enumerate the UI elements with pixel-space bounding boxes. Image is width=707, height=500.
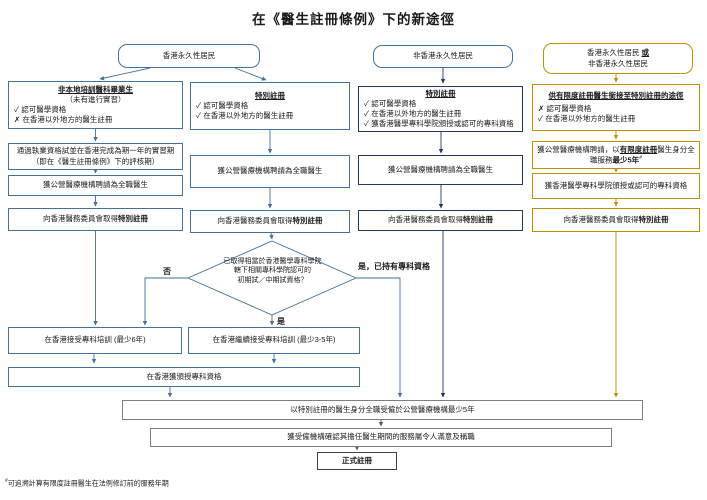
path3-req3: ✓ 獲香港醫學專科學院頒授或認可的專科資格	[364, 119, 514, 129]
node-label: 獲公營醫療機構聘請，以有限度註冊醫生身分全職服務最少5年#	[536, 145, 696, 166]
node-label: 在香港獲頒授專科資格	[146, 371, 222, 381]
node-label-line1: 香港永久性居民 或	[587, 48, 649, 58]
min-5-years-emphasis: 最少5年	[612, 155, 640, 165]
node-path2-criteria: 特別註冊 ✓ 認可醫學資格 ✓ 在香港以外地方的醫生註冊	[190, 82, 350, 130]
node-label: 以特別註冊的醫生身分全職受僱於公營醫療機構最少5年	[290, 404, 475, 414]
path3-title: 特別註冊	[425, 88, 456, 98]
path1-req1: ✓ 認可醫學資格	[14, 105, 67, 114]
decision-line3: 初期試／中期試資格？	[237, 276, 308, 284]
node-path1-criteria: 非本地培訓醫科畢業生 （未有進行實習） ✓ 認可醫學資格 ✗ 在香港以外地方的醫…	[8, 81, 183, 129]
path2-title: 特別註冊	[255, 90, 285, 100]
node-label: 向香港醫務委員會取得特別註冊	[218, 216, 323, 226]
mcreg-prefix: 向香港醫務委員會取得	[43, 214, 118, 224]
node-label: 香港永久性居民	[162, 50, 216, 60]
node-training-continue-3-5-years: 在香港繼續接受專科培訓 (最少3-5年)	[188, 327, 360, 354]
mcreg-prefix: 向香港醫務委員會取得	[217, 216, 293, 226]
node-non-hk-permanent-resident: 非香港永久性居民	[373, 45, 513, 68]
mcreg-prefix: 向香港醫務委員會取得	[563, 214, 639, 224]
node-label: 在香港接受專科培訓 (最少6年)	[44, 335, 146, 345]
decision-intermediate-exam: 已取得相當於香港醫學專科學院 轄下相關專科學院認可的 初期試／中期試資格？	[196, 257, 349, 285]
node-label: 向香港醫務委員會取得特別註冊	[564, 215, 669, 225]
path3-req2: ✓ 在香港以外地方的醫生註冊	[364, 109, 462, 118]
node-label-line2: 非香港永久性居民	[588, 58, 648, 68]
node-path4-criteria: 供有限度註冊醫生銜接至特別註冊的途徑 ✗ 認可醫學資格 ✓ 在香港以外地方的醫生…	[532, 84, 700, 131]
path4-req2: ✓ 在香港以外地方的醫生註冊	[538, 114, 636, 124]
employed-mid: 醫生身分全職服務	[590, 144, 695, 165]
node-path4-employed-limited: 獲公營醫療機構聘請，以有限度註冊醫生身分全職服務最少5年#	[532, 141, 700, 169]
node-path3-employed: 獲公營醫療機構聘請為全職醫生	[358, 155, 523, 185]
node-label: 非香港永久性居民	[413, 51, 473, 61]
mcreg-bold: 特別註冊	[463, 215, 493, 225]
node-label: 獲香港醫學專科學院頒授或認可的專科資格	[544, 180, 688, 190]
node-employer-confirmation: 獲受僱機構確認其擔任醫生期間的服務屬令人滿意及稱職	[150, 428, 612, 447]
path1-title: 非本地培訓醫科畢業生	[58, 84, 133, 94]
node-path4-special-registration: 向香港醫務委員會取得特別註冊	[532, 208, 700, 232]
node-label: 正式註冊	[342, 455, 372, 465]
mcreg-bold: 特別註冊	[638, 214, 669, 224]
exam-line2: （即在《醫生註冊條例》下的評核期）	[31, 156, 160, 166]
node-label: 獲公營醫療機構聘請為全職醫生	[217, 166, 323, 176]
decision-line1: 已取得相當於香港醫學專科學院	[223, 258, 322, 265]
node-label: 向香港醫務委員會取得特別註冊	[388, 215, 493, 225]
path4-req1: ✗ 認可醫學資格	[538, 103, 592, 113]
limited-registration-emphasis: 有限度註冊	[619, 144, 658, 154]
mcreg-prefix: 向香港醫務委員會取得	[388, 215, 463, 225]
node-path4-fellowship: 獲香港醫學專科學院頒授或認可的專科資格	[532, 173, 700, 199]
node-label: 獲公營醫療機構聘請為全職醫生	[43, 180, 148, 190]
node-label: 獲公營醫療機構聘請為全職醫生	[388, 164, 493, 174]
node-label: 香港永久性居民	[586, 48, 640, 58]
node-path3-criteria: 特別註冊 ✓ 認可醫學資格 ✓ 在香港以外地方的醫生註冊 ✓ 獲香港醫學專科學院…	[358, 86, 523, 132]
node-path3-special-registration: 向香港醫務委員會取得特別註冊	[358, 210, 523, 231]
footnote: #可追溯計算有限度註冊醫生在法例修訂前的服務年期	[5, 478, 169, 488]
node-hk-permanent-resident: 香港永久性居民	[118, 44, 260, 68]
node-label: 獲受僱機構確認其擔任醫生期間的服務屬令人滿意及稱職	[287, 432, 475, 442]
path2-req2: ✓ 在香港以外地方的醫生註冊	[196, 111, 294, 121]
node-serve-5-years-special-registration: 以特別註冊的醫生身分全職受僱於公營醫療機構最少5年	[122, 400, 643, 420]
footnote-marker: #	[5, 478, 8, 484]
path1-req2: ✗ 在香港以外地方的醫生註冊	[14, 115, 113, 125]
connectors-gray-final	[354, 420, 384, 451]
path1-subtitle: （未有進行實習）	[65, 94, 126, 104]
footnote-marker: #	[639, 154, 642, 161]
node-path1-special-registration: 向香港醫務委員會取得特別註冊	[8, 208, 183, 231]
node-full-registration: 正式註冊	[317, 452, 397, 470]
branch-label-no: 否	[163, 267, 171, 276]
page-title: 在《醫生註冊條例》下的新途徑	[252, 12, 455, 27]
node-path2-special-registration: 向香港醫務委員會取得特別註冊	[190, 210, 350, 233]
path2-req1: ✓ 認可醫學資格	[196, 100, 249, 110]
exam-line1: 通過執業資格試並在香港完成為期一年的實習期	[16, 146, 175, 156]
node-path2-employed: 獲公營醫療機構聘請為全職醫生	[190, 155, 350, 188]
employed-pre: 獲公營醫療機構聘請，以	[537, 144, 620, 154]
branch-label-yes-specialist: 是，已持有專科資格	[358, 262, 430, 271]
connectors-blue-paths-1-2	[91, 67, 403, 398]
node-specialist-qualification: 在香港獲頒授專科資格	[8, 367, 360, 387]
mcreg-bold: 特別註冊	[292, 216, 323, 226]
footnote-text: 可追溯計算有限度註冊醫生在法例修訂前的服務年期	[7, 480, 169, 488]
node-path1-exam: 通過執業資格試並在香港完成為期一年的實習期 （即在《醫生註冊條例》下的評核期）	[8, 143, 183, 170]
path4-title: 供有限度註冊醫生銜接至特別註冊的途徑	[548, 90, 684, 100]
decision-line2: 轄下相關專科學院認可的	[234, 267, 311, 275]
mcreg-bold: 特別註冊	[118, 214, 148, 224]
branch-label-yes: 是	[277, 317, 285, 326]
or-emphasis: 或	[641, 48, 650, 58]
node-label: 向香港醫務委員會取得特別註冊	[43, 214, 148, 224]
node-path1-employed: 獲公營醫療機構聘請為全職醫生	[8, 175, 183, 196]
node-label: 在香港繼續接受專科培訓 (最少3-5年)	[212, 335, 336, 345]
path3-req1: ✓ 認可醫學資格	[364, 98, 417, 108]
connectors-navy-path-3	[438, 68, 446, 398]
node-training-6-years: 在香港接受專科培訓 (最少6年)	[8, 327, 182, 354]
node-hk-or-non-hk-resident: 香港永久性居民 或 非香港永久性居民	[543, 43, 693, 74]
